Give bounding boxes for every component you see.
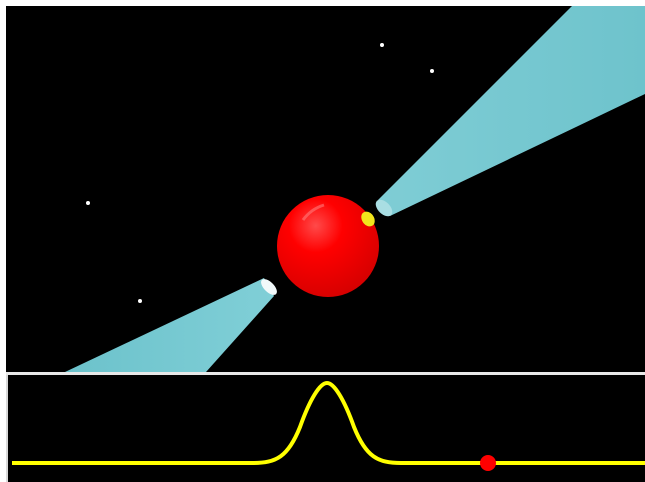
scene-canvas — [6, 6, 645, 372]
signal-trace-panel — [6, 375, 645, 482]
star — [430, 69, 434, 73]
red-sphere — [277, 195, 379, 297]
position-marker — [480, 455, 496, 471]
orbit-scene — [6, 6, 645, 372]
star — [380, 43, 384, 47]
star — [86, 201, 90, 205]
trace-canvas — [8, 375, 645, 482]
panel-divider — [6, 372, 645, 375]
upper-beam — [375, 6, 645, 217]
trace-background — [8, 375, 645, 482]
upper-beam-aperture — [375, 199, 393, 217]
lower-beam — [65, 278, 277, 372]
star — [138, 299, 142, 303]
lower-beam-aperture — [261, 279, 277, 295]
gaussian-curve — [12, 381, 645, 465]
sphere-highlight — [361, 211, 375, 227]
